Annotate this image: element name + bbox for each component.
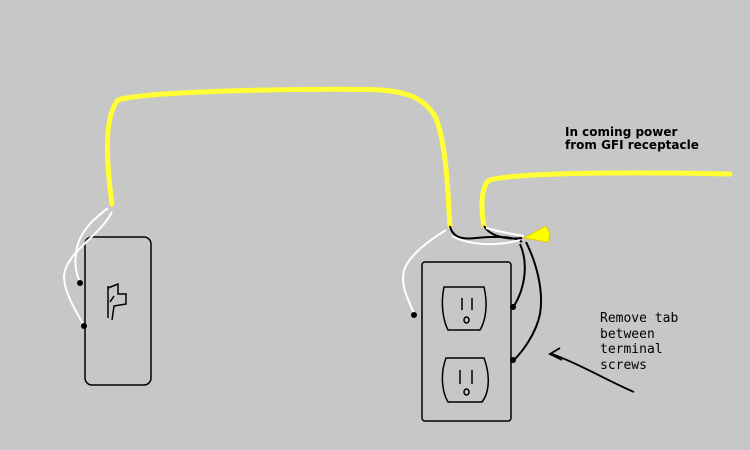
incoming-power-label: In coming power from GFI receptacle bbox=[565, 125, 699, 153]
pointer-arrow bbox=[551, 353, 635, 393]
receptacle-terminal-left bbox=[411, 312, 417, 318]
receptacle-terminal-lower-right bbox=[510, 357, 516, 363]
pointer-arrow-head bbox=[548, 347, 563, 361]
receptacle-terminal-upper-right bbox=[510, 304, 516, 310]
black-wire-to-upper-screw bbox=[513, 243, 526, 307]
switch-terminal-bottom bbox=[81, 323, 87, 329]
receptacle-white-wire-right bbox=[485, 227, 525, 237]
receptacle-box bbox=[421, 261, 512, 422]
switch-neutral-wire-bottom bbox=[62, 211, 113, 327]
black-wire-to-lower-screw bbox=[513, 241, 542, 361]
switch-terminal-top bbox=[77, 280, 83, 286]
receptacle-white-wire-upper bbox=[451, 235, 521, 246]
wire-nut-icon bbox=[522, 225, 551, 243]
incoming-power-wire bbox=[479, 170, 733, 229]
upper-outlet-icon bbox=[441, 286, 487, 331]
receptacle-black-wire-right bbox=[483, 225, 523, 240]
switch-toggle-icon bbox=[107, 282, 127, 321]
switch-box bbox=[84, 236, 152, 386]
remove-tab-label: Remove tab between terminal screws bbox=[600, 311, 679, 373]
receptacle-white-wire bbox=[402, 229, 447, 315]
lower-outlet-icon bbox=[441, 357, 489, 403]
switch-neutral-wire-top bbox=[74, 207, 109, 283]
hot-wire-switch-to-receptacle bbox=[104, 86, 453, 229]
